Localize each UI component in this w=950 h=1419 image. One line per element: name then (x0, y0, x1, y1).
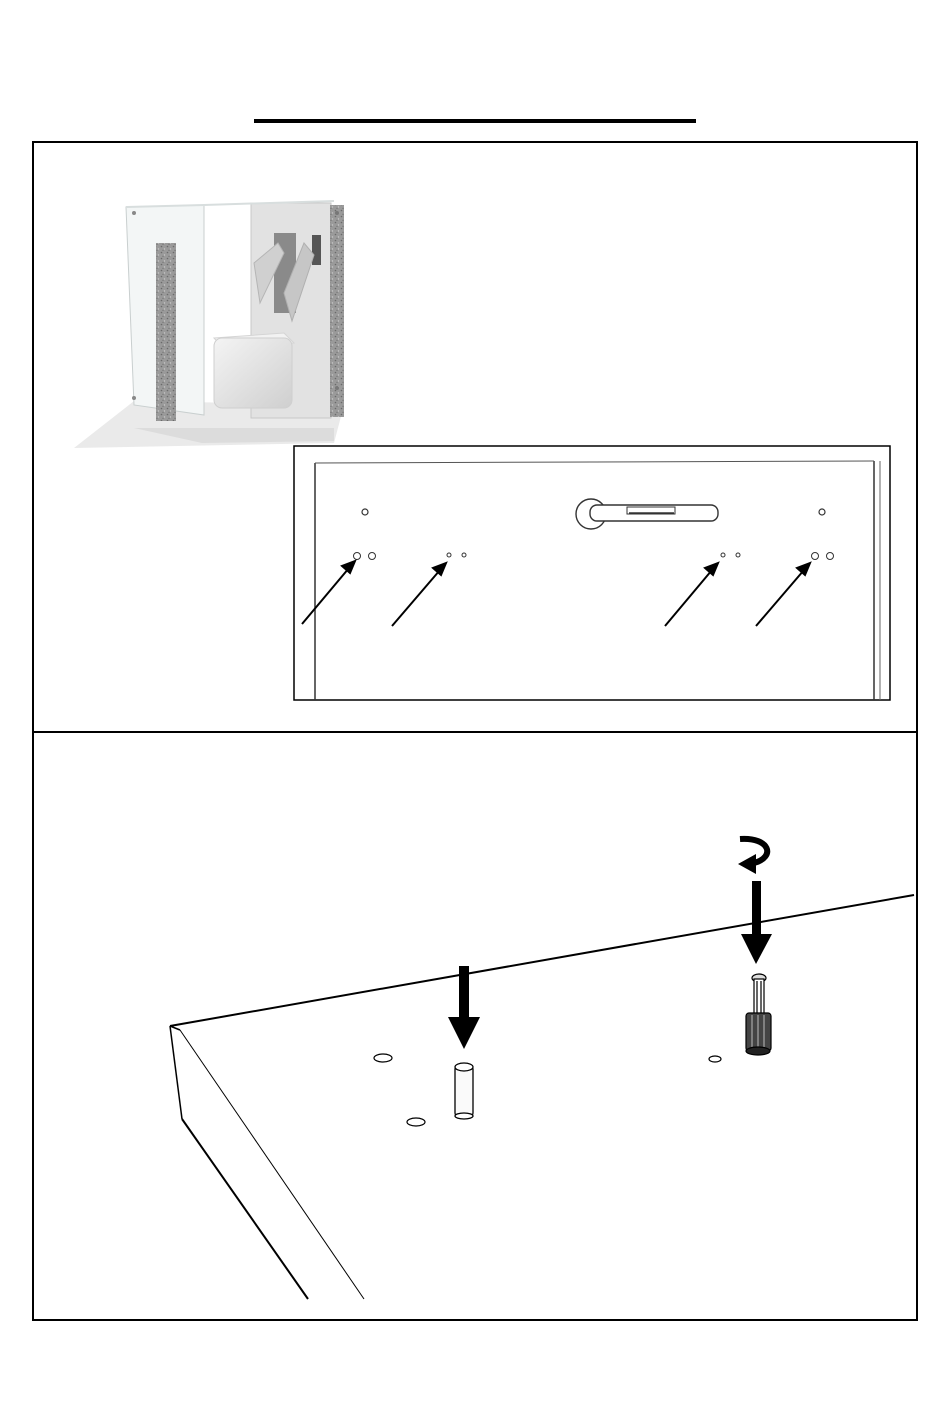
booth-render (74, 201, 344, 448)
booth-stool (214, 333, 294, 408)
panel-hole-detail (294, 446, 890, 700)
booth-side-acoustic-panel (330, 205, 344, 417)
press-down-arrow-bolt (741, 881, 772, 964)
board-holes (374, 1054, 721, 1126)
page-title-underline (254, 119, 696, 123)
step-2-illustration (34, 733, 920, 1323)
step-1-illustration (34, 143, 920, 735)
rotate-icon (738, 839, 767, 874)
step-2-panel (32, 731, 918, 1321)
step-1-panel (32, 141, 918, 733)
board-panel (170, 895, 914, 1299)
cam-bolt (746, 974, 771, 1055)
dowel-pin (455, 1063, 473, 1119)
press-down-icon (448, 966, 480, 1049)
booth-front-acoustic-panel (156, 243, 176, 421)
